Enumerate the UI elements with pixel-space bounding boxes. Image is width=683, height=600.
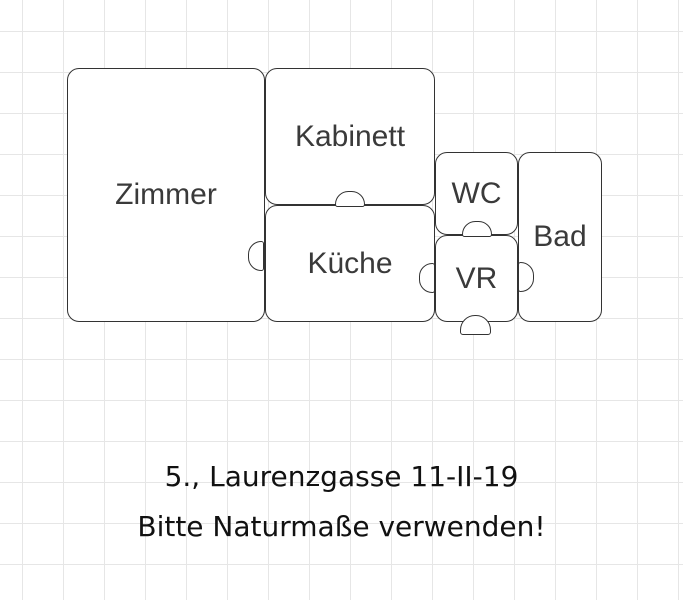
room-kabinett: Kabinett [265,68,435,205]
door-zimmer-kueche [248,241,264,271]
instruction-text: Bitte Naturmaße verwenden! [137,510,546,543]
room-vr-label: VR [455,261,498,295]
address-text: 5., Laurenzgasse 11-II-19 [164,460,519,493]
door-kueche-vr [419,263,435,293]
room-kabinett-label: Kabinett [294,119,406,153]
room-bad: Bad [518,152,602,322]
room-kueche: Küche [265,205,435,322]
room-kueche-label: Küche [307,246,393,280]
room-vr: VR [435,235,518,322]
room-wc-label: WC [451,176,502,210]
room-zimmer: Zimmer [67,68,265,322]
room-zimmer-label: Zimmer [115,178,217,211]
room-bad-label: Bad [533,220,587,253]
door-wc-vr [462,221,492,237]
door-kabinett-kueche [335,191,365,207]
